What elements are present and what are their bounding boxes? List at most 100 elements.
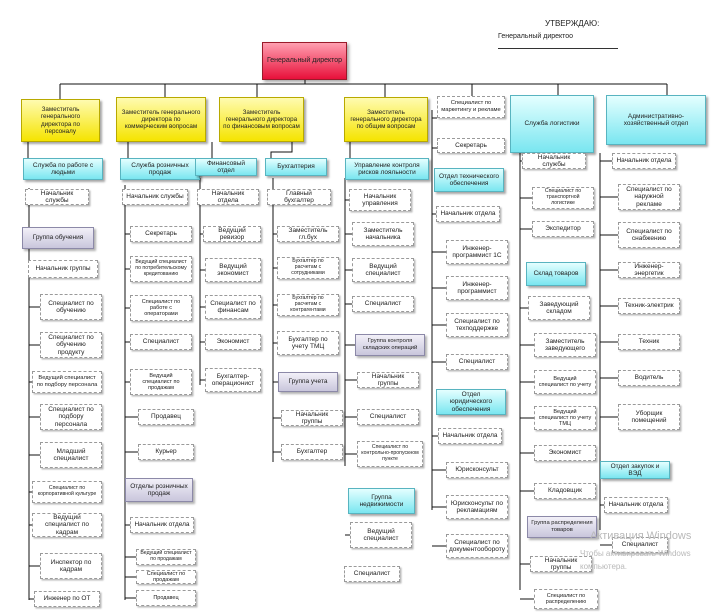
admin-electrician: Техник-электрик (618, 298, 680, 314)
hr-lead-recruiter: Ведущий специалист по подбору персонала (32, 371, 102, 393)
risk-head: Начальник управления (349, 189, 411, 211)
admin-technician: Техник (618, 334, 680, 350)
group-realty: Группа недвижимости (348, 488, 415, 514)
wh-manager: Заведующий складом (528, 296, 590, 320)
log-transport: Специалист по транспортной логистике (532, 187, 594, 209)
group-distribution: Группа распределения товаров (527, 516, 597, 538)
acc-tmc: Бухгалтер по учету ТМЦ (277, 331, 339, 355)
windows-watermark-title: Активация Windows (590, 530, 692, 542)
retail-dept-lead-sales: Ведущий специалист по продажам (136, 549, 196, 565)
log-forwarder: Экспедитор (532, 221, 594, 237)
legal-docs: Специалист по документообороту (446, 534, 508, 558)
hr-training-specialist: Специалист по обучению (40, 294, 102, 320)
retail-lead-sales: Ведущий специалист по продажам (130, 369, 192, 395)
marketing-specialist: Специалист по маркетингу и рекламе (437, 96, 505, 118)
tech-programmer: Инженер-программист (446, 276, 508, 300)
admin-driver: Водитель (618, 370, 680, 386)
deputy-finance: Заместитель генерального директора по фи… (219, 97, 304, 142)
hr-head: Начальник службы (25, 189, 89, 205)
acc-deputy: Заместитель гл.бух (277, 226, 339, 242)
retail-dept-seller: Продавец (136, 590, 196, 606)
admin-supply: Специалист по снабжению (618, 222, 680, 248)
acc-group-head: Начальник группы (281, 410, 343, 426)
retail-courier: Курьер (138, 444, 194, 460)
approval-signature-line (498, 48, 618, 49)
retail-specialist: Специалист (130, 334, 192, 350)
realty-lead: Ведущий специалист (350, 522, 412, 548)
purch-specialist: Специалист (612, 537, 668, 553)
wh-storekeeper: Кладовщик (534, 483, 596, 499)
tech-support-specialist: Специалист по техподдержке (446, 313, 508, 337)
dept-warehouse: Склад товаров (526, 262, 586, 286)
risk-group-head: Начальник группы (357, 372, 419, 388)
risk-warehouse-group: Группа контроля складских операций (355, 334, 425, 356)
dept-legal: Отдел юридического обеспечения (436, 389, 506, 415)
risk-deputy: Заместитель начальника (352, 222, 414, 246)
finance-head: Начальник отдела (197, 189, 259, 205)
windows-watermark-line3: компьютера. (580, 562, 628, 571)
wh-deputy: Заместитель заведующего (534, 333, 596, 357)
hr-training-group: Группа обучения (22, 227, 94, 249)
retail-dept-sales: Специалист по продажам (136, 570, 196, 584)
retail-secretary: Секретарь (130, 226, 192, 242)
risk-checkpoint: Специалист по контрольно-пропускном пунк… (357, 441, 423, 467)
retail-dept-head: Начальник отдела (130, 517, 194, 533)
approval-title: УТВЕРЖДАЮ: (545, 19, 600, 28)
finance-operator: Бухгалтер-операционист (205, 368, 261, 392)
tech-1c: Инженер-программист 1С (446, 240, 508, 264)
dept-tech-support: Отдел технического обеспечения (434, 168, 504, 192)
hr-culture: Специалист по корпоративной культуре (32, 481, 102, 503)
legal-counsel: Юрисконсульт (446, 462, 508, 478)
acc-group: Группа учета (278, 372, 338, 392)
risk-lead: Ведущий специалист (352, 258, 414, 282)
acc-staff: Бухгалтер по расчетам с сотрудниками (277, 257, 339, 279)
purch-head: Начальник отдела (604, 497, 668, 513)
acc-accountant: Бухгалтер (281, 444, 343, 460)
acc-chief: Главный бухгалтер (267, 189, 331, 205)
approval-subtitle: Генеральный директоо (498, 33, 574, 40)
retail-credit: Ведущий специалист по потребительскому к… (130, 256, 192, 282)
tech-head: Начальник отдела (436, 206, 500, 222)
wh-economist: Экономист (534, 445, 596, 461)
finance-lead-economist: Ведущий экономист (205, 258, 261, 282)
admin-cleaner: Уборщик помещений (618, 404, 680, 430)
legal-claims: Юрисконсульт по рекламациям (446, 495, 508, 519)
retail-operators: Специалист по работе с операторами (130, 295, 192, 321)
hr-recruiter: Специалист по подбору персонала (40, 404, 102, 430)
deputy-hr: Заместитель генерального директора по пе… (21, 99, 100, 142)
dept-admin: Административно-хозяйственный отдел (606, 95, 706, 145)
admin-head: Начальник отдела (612, 153, 676, 169)
hr-junior: Младший специалист (40, 442, 102, 468)
realty-specialist: Специалист (344, 566, 400, 582)
hr-engineer: Инженер по ОТ (34, 591, 100, 607)
retail-head: Начальник службы (122, 189, 188, 205)
finance-specialist: Специалист по финансам (205, 295, 261, 319)
dept-logistics: Служба логистики (510, 95, 594, 153)
dept-accounting: Бухгалтерия (265, 158, 327, 176)
dist-head: Начальник группы (530, 556, 592, 572)
hr-inspector: Инспектор по кадрам (40, 553, 102, 579)
deputy-general: Заместитель генерального директора по об… (344, 97, 428, 142)
hr-group-head: Начальник группы (28, 260, 98, 278)
general-director: Генеральный директор (262, 42, 347, 80)
dept-finance: Финансовый отдел (195, 158, 257, 176)
windows-watermark-line2: Чтобы активировать Windows (580, 549, 691, 558)
legal-head: Начальник отдела (438, 428, 502, 444)
deputy-commercial: Заместитель генерального директора по ко… (116, 97, 206, 142)
dept-retail-service: Служба розничных продаж (120, 158, 200, 180)
finance-economist: Экономист (205, 334, 261, 350)
retail-sales-depts: Отделы розничных продаж (125, 478, 193, 502)
dept-purchasing: Отдел закупок и ВЭД (600, 461, 670, 479)
risk-specialist: Специалист (352, 296, 414, 312)
admin-outdoor-ads: Специалист по наружной рекламе (618, 184, 680, 210)
acc-contractors: Бухгалтер по расчетам с контрагентами (277, 294, 339, 316)
admin-power-engineer: Инженер-энергетик (618, 262, 680, 278)
dist-specialist: Специалист по распределению (534, 589, 598, 609)
risk-group-specialist: Специалист (357, 409, 419, 425)
log-head: Начальник службы (522, 153, 586, 169)
hr-product-training: Специалист по обучению продукту (40, 332, 102, 358)
tech-specialist: Специалист (446, 354, 508, 370)
wh-lead-tmc: Ведущий специалист по учету ТМЦ (534, 406, 596, 430)
